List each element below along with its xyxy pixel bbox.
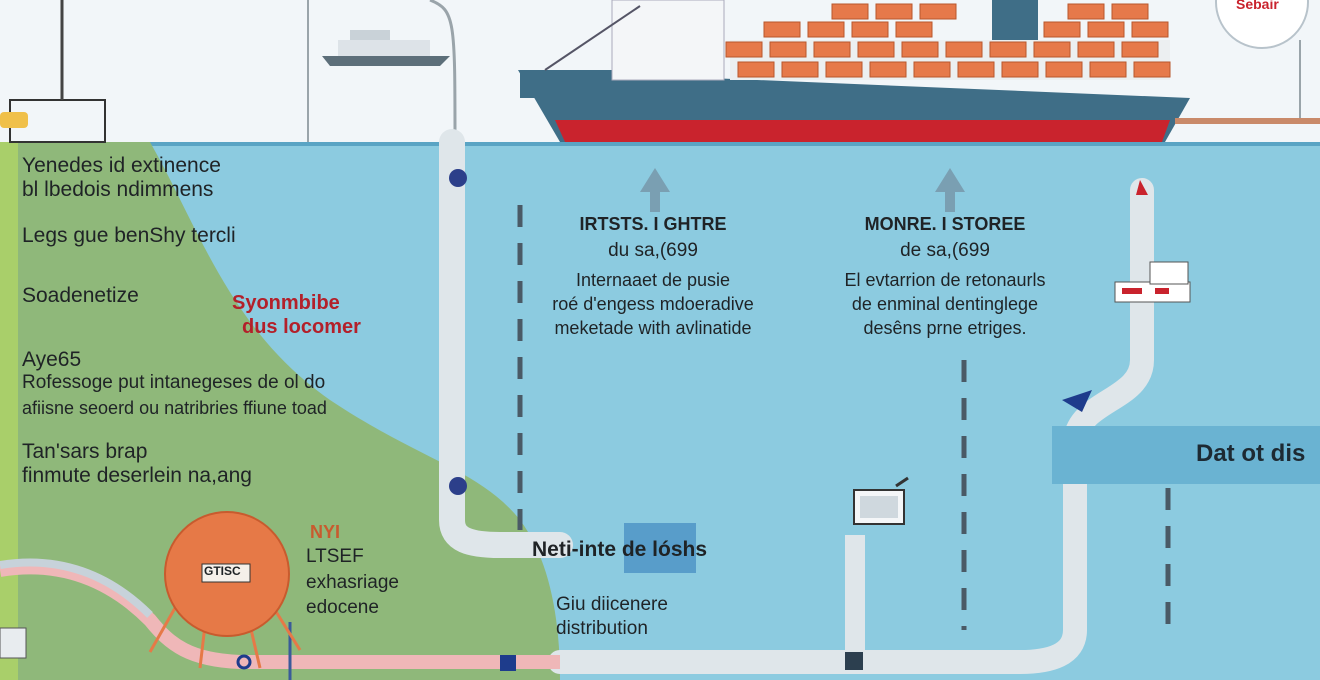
cargo-container xyxy=(813,41,851,58)
left-text-line: Legs gue benShy tercli xyxy=(22,224,236,247)
crane-arm xyxy=(429,0,457,143)
waterline xyxy=(0,142,1320,146)
cargo-container xyxy=(1001,61,1039,78)
building-icon xyxy=(0,627,27,659)
cargo-container xyxy=(851,21,889,38)
cargo-container xyxy=(831,3,869,20)
distribution-line: distribution xyxy=(556,618,648,639)
panel-left-line: roé d'engess mdoeradive xyxy=(552,294,754,314)
red-label: dus locomer xyxy=(242,316,361,338)
cargo-container xyxy=(1077,41,1115,58)
shore-pipe-yellow xyxy=(0,112,28,128)
cargo-container xyxy=(1067,3,1105,20)
arrow-up-icon xyxy=(935,168,965,212)
cargo-container xyxy=(919,3,957,20)
computer-icon xyxy=(853,476,909,525)
coastal-land xyxy=(0,142,560,680)
panel-right-line: desêns prne etriges. xyxy=(863,318,1027,338)
panel-right-subtitle: de sa,(699 xyxy=(900,240,990,261)
land-pipeline-shadow xyxy=(0,558,153,618)
valve-icon xyxy=(449,169,467,187)
valve-icon xyxy=(500,655,516,671)
cargo-container xyxy=(1045,61,1083,78)
tank-label-line: LTSEF xyxy=(306,546,364,567)
tank-label-top: NYI xyxy=(310,522,341,542)
cargo-container xyxy=(1043,21,1081,38)
cargo-container xyxy=(945,41,983,58)
tank-label-line: edocene xyxy=(306,597,379,618)
left-text-line: Yenedes id extinence xyxy=(22,154,221,177)
cargo-containers xyxy=(725,3,1171,78)
land-edge xyxy=(0,142,18,680)
small-ship-icon xyxy=(322,30,450,66)
cargo-container xyxy=(781,61,819,78)
panel-left-title: IRTSTS. I GHTRE xyxy=(579,214,727,234)
truck-icon xyxy=(1114,261,1191,303)
left-text-line: Tan'sars brap xyxy=(22,440,148,463)
land-pipeline xyxy=(0,560,560,669)
cargo-container xyxy=(875,3,913,20)
left-text-line: Rofessoge put intanegeses de ol do xyxy=(22,372,326,393)
cargo-container xyxy=(869,61,907,78)
logo-text: Sebair xyxy=(1236,0,1279,12)
cargo-container xyxy=(807,21,845,38)
data-distribution-box: Dat ot dis xyxy=(1052,426,1320,484)
cargo-container xyxy=(857,41,895,58)
logo-badge xyxy=(1215,0,1309,49)
arrow-up-icon xyxy=(640,168,670,212)
tank-label-line: exhasriage xyxy=(306,572,399,593)
cargo-container xyxy=(1089,61,1127,78)
left-text-line: finmute deserlein na,ang xyxy=(22,464,252,487)
cargo-container xyxy=(957,61,995,78)
red-label: Syonmbibe xyxy=(232,292,340,314)
cargo-container xyxy=(901,41,939,58)
left-text-line: Aye65 xyxy=(22,348,82,371)
cargo-container xyxy=(1111,3,1149,20)
cargo-container xyxy=(769,41,807,58)
distribution-line: Giu diicenere xyxy=(556,594,668,615)
data-box-label: Dat ot dis xyxy=(1196,440,1306,467)
cargo-container xyxy=(895,21,933,38)
flow-direction-icon xyxy=(1062,390,1092,412)
cargo-container xyxy=(1087,21,1125,38)
cargo-container xyxy=(1033,41,1071,58)
cargo-container xyxy=(1133,61,1171,78)
network-label: Neti-inte de lóshs xyxy=(532,538,708,561)
cargo-container xyxy=(1121,41,1159,58)
cargo-container xyxy=(913,61,951,78)
left-text-line: afiisne seoerd ou natribries ffiune toad xyxy=(22,398,327,418)
panel-left-line: Internaaet de pusie xyxy=(575,270,731,290)
cargo-container xyxy=(725,41,763,58)
cargo-container xyxy=(1131,21,1169,38)
right-dock xyxy=(1175,118,1320,124)
valve-icon xyxy=(845,652,863,670)
valve-icon xyxy=(449,477,467,495)
cargo-container xyxy=(825,61,863,78)
network-box xyxy=(624,523,696,573)
panel-right-line: El evtarrion de retonaurls xyxy=(844,270,1046,290)
riser-pipe xyxy=(439,129,573,558)
panel-right-line: de enminal dentinglege xyxy=(851,294,1039,314)
cargo-container xyxy=(763,21,801,38)
panel-right-title: MONRE. I STOREE xyxy=(864,214,1026,234)
left-text-line: Soadenetize xyxy=(22,284,139,307)
cargo-container xyxy=(989,41,1027,58)
left-text-line: bl lbedois ndimmens xyxy=(22,178,214,201)
panel-left-line: meketade with avlinatide xyxy=(554,318,752,338)
panel-left-subtitle: du sa,(699 xyxy=(608,240,698,261)
flow-marker-icon xyxy=(1136,180,1148,195)
cargo-container xyxy=(737,61,775,78)
tank-badge: GTISC xyxy=(204,564,241,578)
storage-tank-icon xyxy=(148,511,302,670)
